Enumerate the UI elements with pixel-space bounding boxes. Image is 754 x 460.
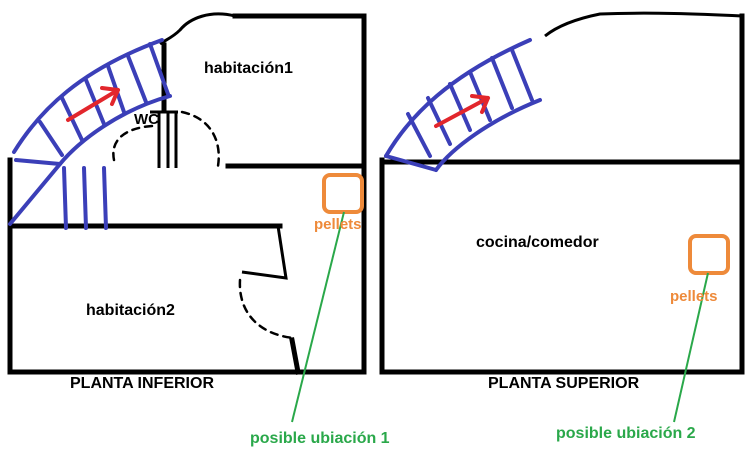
room-label-wc: WC <box>134 111 159 128</box>
lower-arrow-icon <box>66 86 120 122</box>
location-leader-1 <box>291 211 345 423</box>
lower-floor-walls <box>7 12 367 375</box>
location-label-2: posible ubiación 2 <box>556 425 696 442</box>
pellet-stove-marker-1 <box>322 173 364 214</box>
upper-floor-title: PLANTA SUPERIOR <box>488 375 640 392</box>
upper-staircase-icon <box>384 38 542 172</box>
pellet-stove-marker-2 <box>688 234 730 275</box>
location-leader-2 <box>673 272 709 423</box>
upper-arrow-icon <box>434 94 490 128</box>
pellets-label-2: pellets <box>670 288 718 305</box>
room-label-bedroom1: habitación1 <box>204 60 293 77</box>
location-label-1: posible ubiación 1 <box>250 430 390 447</box>
lower-floor-title: PLANTA INFERIOR <box>70 375 214 392</box>
room-label-kitchen: cocina/comedor <box>476 234 599 251</box>
lower-staircase-icon <box>8 38 172 230</box>
upper-floor-walls <box>379 11 745 375</box>
room-label-bedroom2: habitación2 <box>86 302 175 319</box>
pellets-label-1: pellets <box>314 216 362 233</box>
